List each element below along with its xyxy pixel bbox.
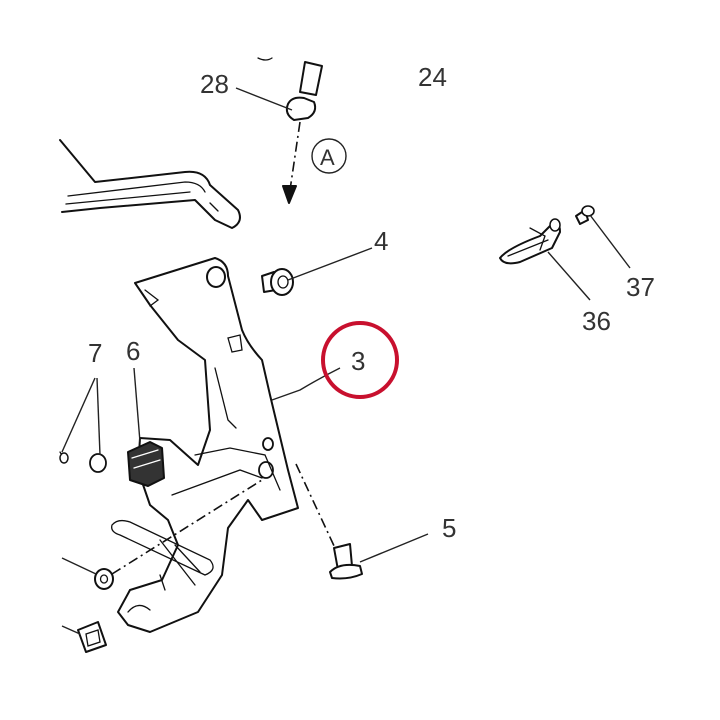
- leader-6: [133, 367, 141, 443]
- bolt-part-4: [261, 268, 294, 296]
- leader-28: [235, 87, 293, 111]
- assembly-axis-line: [289, 121, 301, 191]
- callout-37: 37: [626, 272, 655, 302]
- view-a-circle: [311, 138, 347, 174]
- washer-part: [94, 568, 114, 590]
- bracket-part-3: [111, 257, 299, 633]
- leader-clip-nut: [61, 625, 81, 635]
- assembly-arrow-icon: [282, 185, 297, 204]
- highlight-ring: [321, 321, 399, 399]
- clip-part-28: [257, 57, 323, 121]
- callout-a: A: [320, 145, 335, 170]
- callout-6: 6: [126, 336, 140, 366]
- bolt-part-5: [329, 543, 363, 580]
- leader-7a: [61, 377, 96, 453]
- screw-part-37: [575, 205, 595, 225]
- leader-3: [271, 367, 341, 401]
- callout-5: 5: [442, 513, 456, 543]
- callout-7: 7: [88, 338, 102, 368]
- leader-4: [287, 247, 373, 281]
- fastener-part-7: [59, 451, 107, 473]
- leader-36: [547, 251, 591, 301]
- connector-part-6: [127, 441, 165, 487]
- bolt-axis-line: [295, 463, 336, 549]
- callout-36: 36: [582, 306, 611, 336]
- leader-37: [589, 214, 631, 269]
- washer-axis-line: [111, 479, 263, 575]
- callout-24: 24: [418, 62, 447, 92]
- callout-3: 3: [351, 346, 365, 376]
- callout-4: 4: [374, 226, 388, 256]
- spring-clip-part-36: [499, 218, 561, 265]
- leader-5: [359, 533, 429, 563]
- leader-7b: [96, 377, 101, 456]
- upper-cable-part: [59, 139, 241, 229]
- clip-nut-part: [77, 621, 107, 653]
- callout-28: 28: [200, 69, 229, 99]
- leader-washer: [61, 557, 97, 575]
